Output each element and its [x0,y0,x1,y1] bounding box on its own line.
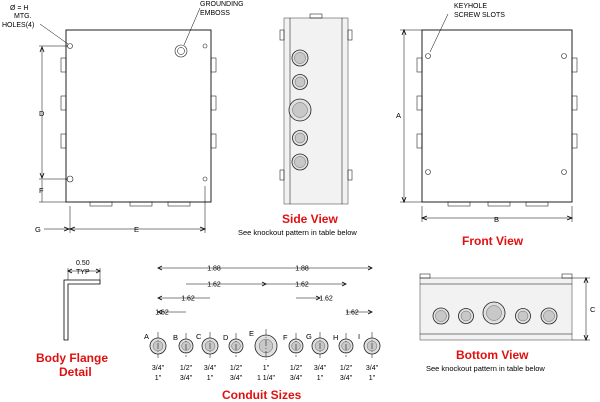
conduit-size-1: 1/2" [230,365,243,372]
flange-title-2: Detail [59,365,92,379]
conduit-size-2: 1 1/4" [257,375,276,382]
dim-d-label: D [39,109,45,118]
conduit-size-2: 3/4" [180,375,193,382]
spacing-dim-label: 1.62 [319,296,333,303]
spacing-dim-arrow [367,309,373,315]
conduit-letter: F [283,333,288,342]
spacing-dim-arrow [157,295,163,301]
mounting-view-body [65,29,212,203]
side-view-subtitle: See knockout pattern in table below [238,228,357,237]
grounding-label-2: EMBOSS [200,10,230,17]
mounting-hole [67,43,73,49]
conduit-size-1: 1/2" [340,365,353,372]
conduit-size-1: 3/4" [152,365,165,372]
bottom-view-title: Bottom View [456,348,529,362]
conduit-size-1: 3/4" [204,365,217,372]
dim-f-label: F [39,186,44,195]
spacing-dim-label: 1.62 [181,296,195,303]
conduit-size-2: 3/4" [230,375,243,382]
conduit-size-1: 1/2" [180,365,193,372]
spacing-dim-label: 1.62 [207,282,221,289]
dim-b-label: B [494,215,499,224]
keyhole-slot [561,169,567,175]
conduit-size-2: 1" [317,375,324,382]
hole-mtg-label: MTG. [14,13,32,20]
conduit-letter: G [306,332,312,341]
conduit-size-2: 1" [155,375,162,382]
conduit-size-1: 1" [263,365,270,372]
mounting-hole [202,176,208,182]
front-view-title: Front View [462,234,524,248]
keyhole-label: KEYHOLE [454,3,487,10]
conduit-size-1: 3/4" [314,365,327,372]
dim-g-label: G [35,225,41,234]
spacing-dim-arrow [367,265,373,271]
conduit-letter: B [173,333,178,342]
grounding-emboss [174,44,188,58]
conduit-size-2: 3/4" [340,375,353,382]
conduit-letter: E [249,329,254,338]
flange-title: Body Flange [36,351,108,365]
spacing-dim-arrow [157,309,163,315]
front-view: KEYHOLE SCREW SLOTS A B Front View [396,3,578,248]
dim-a-label: A [396,111,401,120]
spacing-dim-label: 1.88 [207,266,221,273]
conduit-size-2: 3/4" [290,375,303,382]
spacing-dim-label: 1.62 [345,310,359,317]
mounting-view: Ø = H MTG. HOLES(4) D F G E GROUNDING EM… [2,1,244,234]
side-view-title: Side View [282,212,338,226]
conduit-title: Conduit Sizes [222,388,302,402]
spacing-dim-arrow [315,295,321,301]
conduit-size-2: 1" [207,375,214,382]
conduit-letter: H [333,333,338,342]
flange-dim-label: 0.50 [76,260,90,267]
bottom-view-subtitle: See knockout pattern in table below [426,364,545,373]
spacing-dim-label: 1.62 [295,282,309,289]
conduit-size-1: 3/4" [366,365,379,372]
flange-typ-label: TYP [76,269,90,276]
front-view-body [421,29,573,203]
spacing-dim-label: 1.62 [155,310,169,317]
dim-e-label: E [134,225,139,234]
conduit-letter: C [196,332,202,341]
conduit-letter: D [223,333,229,342]
side-view: Side View See knockout pattern in table … [238,13,357,237]
conduit-letter: A [144,332,149,341]
mounting-hole [202,43,208,49]
keyhole-slot [425,53,431,59]
dim-c-label: C [590,305,596,314]
keyhole-label-2: SCREW SLOTS [454,12,505,19]
hole-dia-label: Ø = H [10,5,28,12]
spacing-dim-label: 1.88 [295,266,309,273]
grounding-label: GROUNDING [200,1,244,8]
conduit-size-1: 1/2" [290,365,303,372]
spacing-dim-arrow [157,265,163,271]
body-flange-detail: 0.50 TYP Body Flange Detail [36,260,108,379]
flange-profile [63,279,101,341]
bottom-view: C Bottom View See knockout pattern in ta… [419,273,596,373]
keyhole-slot [425,169,431,175]
conduit-size-2: 1" [369,375,376,382]
keyhole-slot [561,53,567,59]
hole-count-label: HOLES(4) [2,22,34,29]
spacing-dim-arrow [341,281,347,287]
conduit-letter: I [358,332,360,341]
conduit-sizes: Conduit Sizes A 3/4" 1" B 1/2" 3/4" C 3/4" 1" D 1/… [144,265,381,402]
